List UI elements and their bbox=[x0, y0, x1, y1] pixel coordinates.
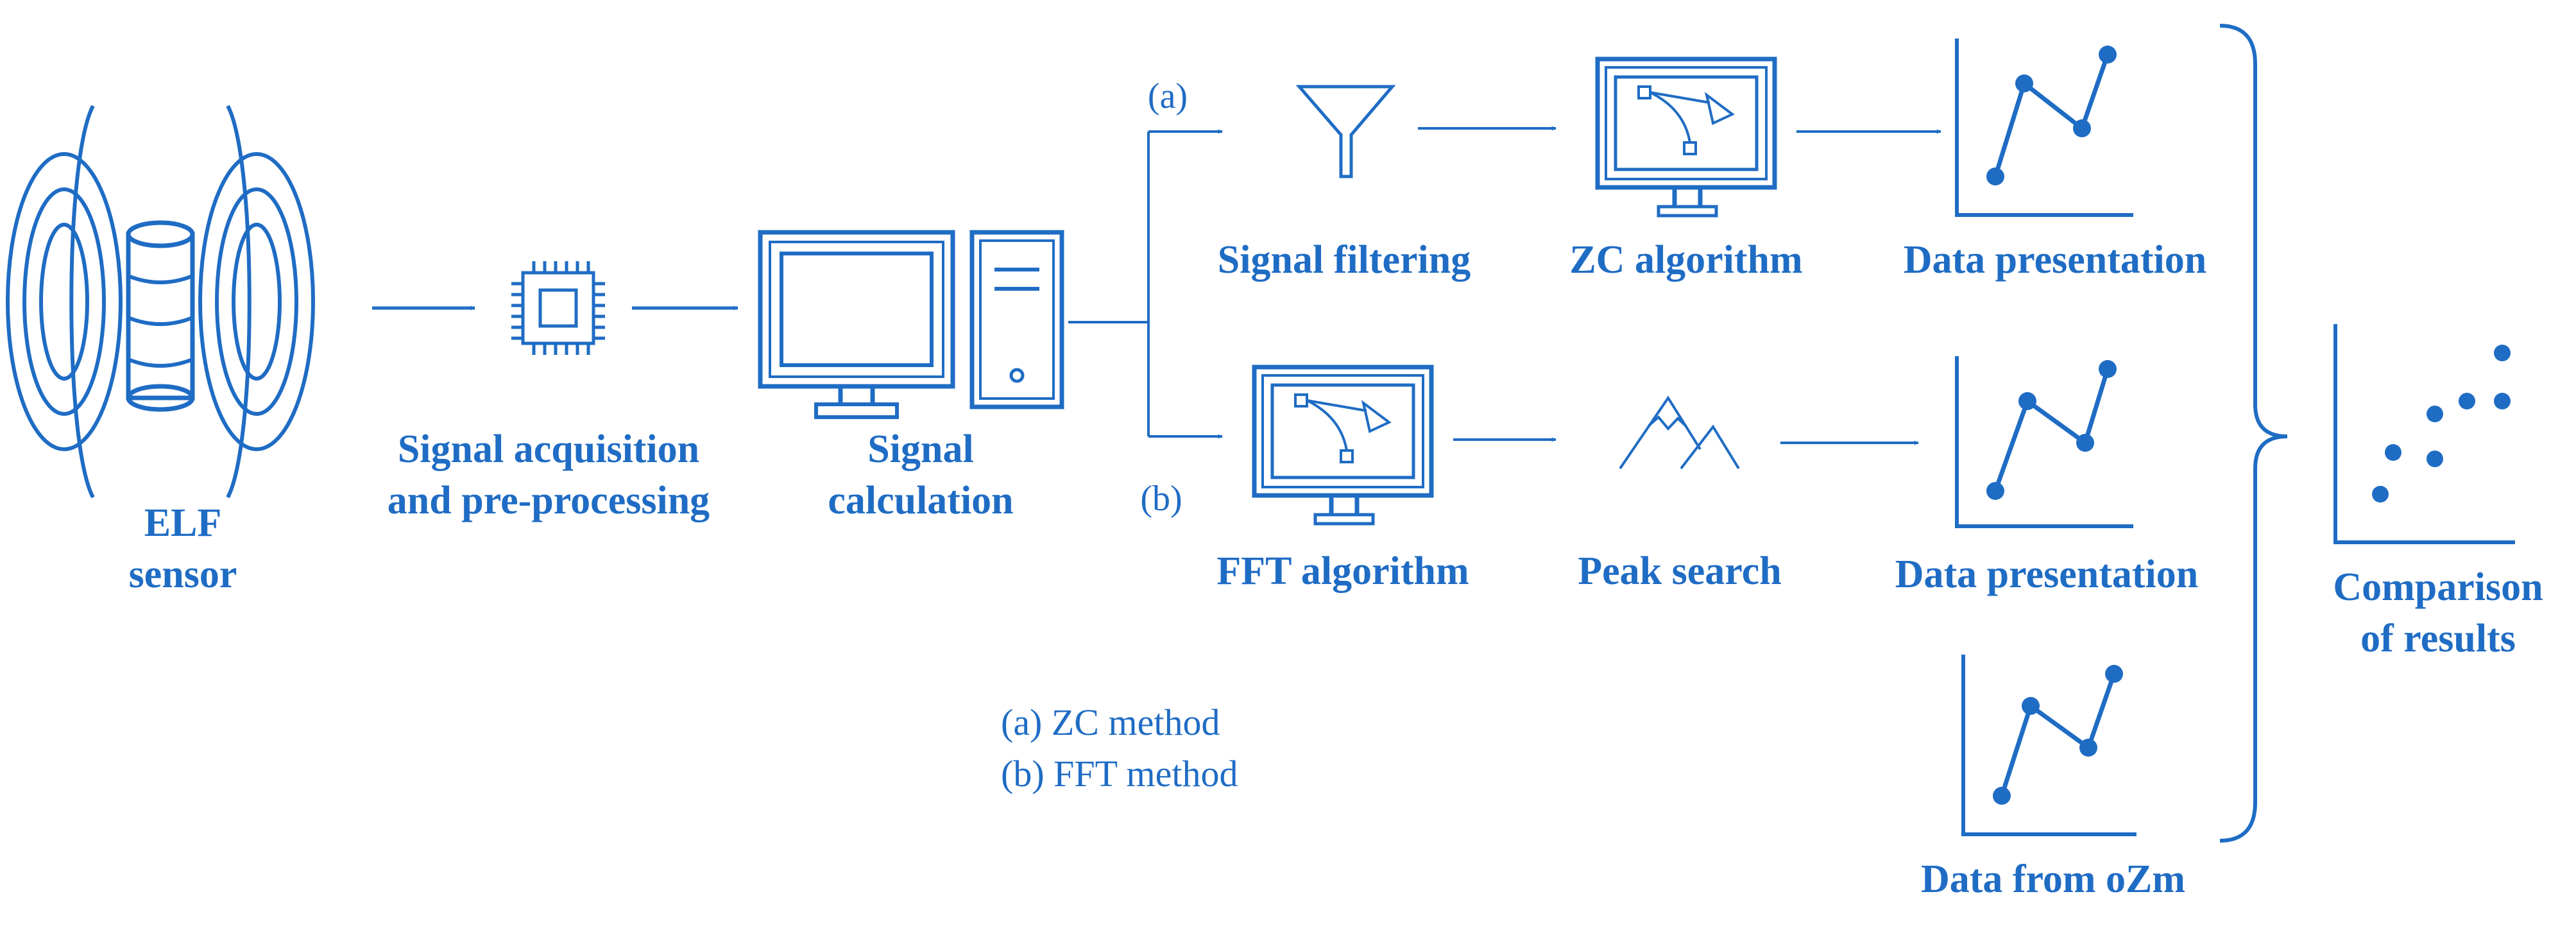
scatter-plot-icon bbox=[2333, 324, 2515, 544]
fft-algorithm-label: FFT algorithm bbox=[1216, 549, 1469, 593]
elf-sensor-label-1: ELF bbox=[144, 501, 222, 545]
zc-algorithm-label: ZC algorithm bbox=[1569, 238, 1802, 282]
monitor-vector-icon bbox=[1252, 365, 1434, 526]
data-presentation-b-label: Data presentation bbox=[1895, 553, 2198, 596]
comparison-label-1: Comparison bbox=[2333, 565, 2543, 609]
chip-icon bbox=[511, 261, 605, 355]
data-presentation-a-label: Data presentation bbox=[1904, 238, 2206, 282]
legend-fft-method: (b) FFT method bbox=[1001, 753, 1238, 795]
line-chart-icon bbox=[1955, 39, 2133, 217]
data-from-ozm-label: Data from oZm bbox=[1921, 857, 2185, 901]
acquisition-label-1: Signal acquisition bbox=[398, 427, 699, 471]
mountain-peaks-icon bbox=[1619, 395, 1740, 470]
line-chart-icon bbox=[1955, 356, 2133, 528]
legend-zc-method: (a) ZC method bbox=[1001, 701, 1220, 743]
branch-b-tag: (b) bbox=[1140, 479, 1182, 519]
funnel-icon bbox=[1295, 85, 1396, 178]
line-chart-icon bbox=[1961, 655, 2137, 836]
peak-search-label: Peak search bbox=[1578, 549, 1781, 593]
branch-connector bbox=[1068, 132, 1150, 436]
monitor-vector-icon bbox=[1595, 56, 1777, 218]
signal-filtering-label: Signal filtering bbox=[1218, 238, 1471, 282]
branch-a-tag: (a) bbox=[1148, 76, 1188, 116]
calculation-label-1: Signal bbox=[867, 427, 973, 471]
elf-sensor-label-2: sensor bbox=[129, 553, 237, 596]
calculation-label-2: calculation bbox=[828, 479, 1013, 522]
coil-sensor-icon bbox=[6, 105, 315, 499]
comparison-label-2: of results bbox=[2360, 617, 2516, 660]
acquisition-label-2: and pre-processing bbox=[388, 479, 710, 522]
desktop-computer-icon bbox=[758, 230, 1064, 419]
merge-brace bbox=[2219, 24, 2288, 843]
